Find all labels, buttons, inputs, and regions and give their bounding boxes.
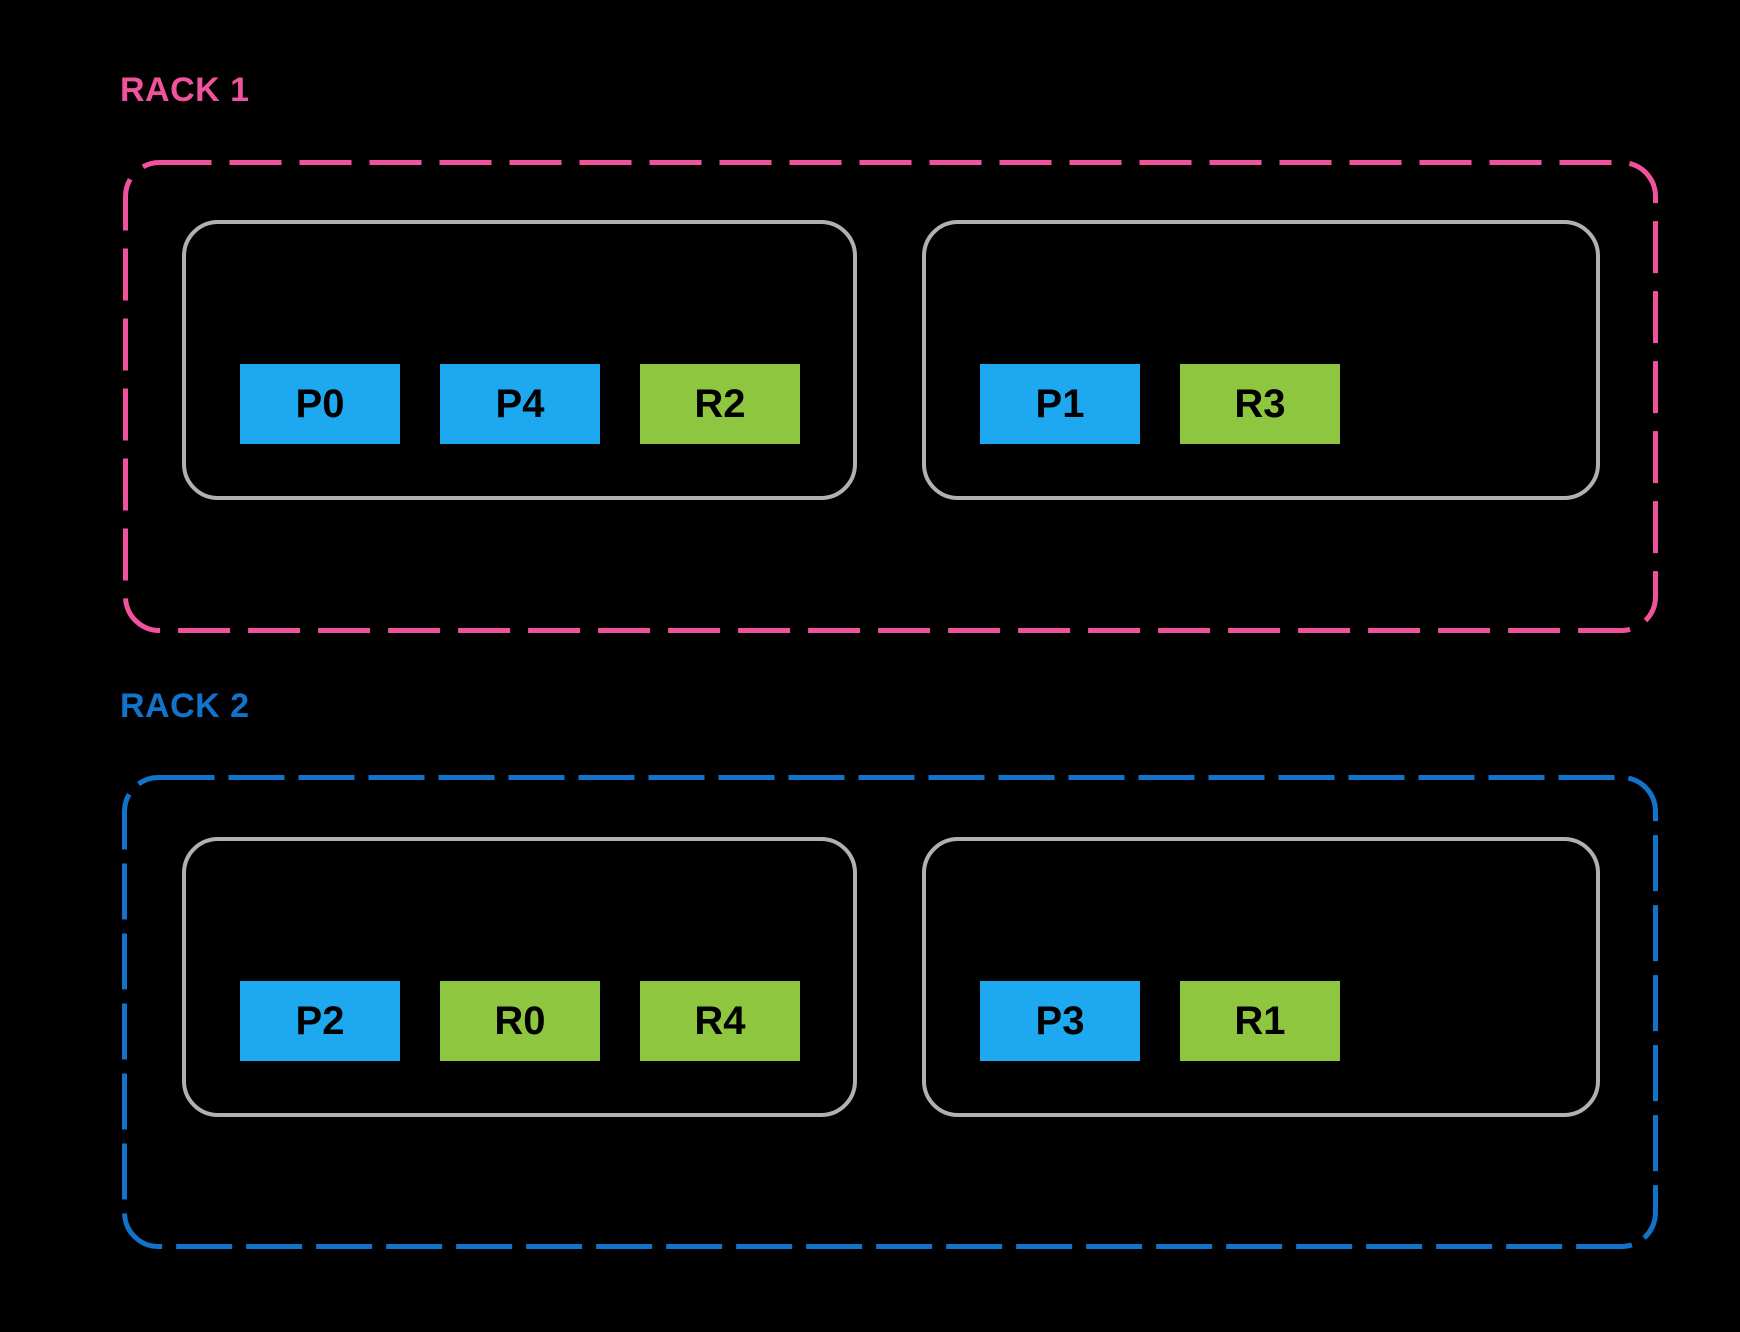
rack1-node-2: P1 R3 [922,220,1600,500]
shard-p2: P2 [240,981,400,1061]
rack1-node2-slot-row: P1 R3 [980,364,1340,444]
shard-r4: R4 [640,981,800,1061]
shard-p0: P0 [240,364,400,444]
shard-r3: R3 [1180,364,1340,444]
rack2-node-1: P2 R0 R4 [182,837,857,1117]
rack2-boundary: P2 R0 R4 P3 R1 [122,775,1658,1249]
shard-p4: P4 [440,364,600,444]
shard-r1: R1 [1180,981,1340,1061]
rack1-node1-slot-row: P0 P4 R2 [240,364,800,444]
rack2-node-2: P3 R1 [922,837,1600,1117]
rack2-node2-slot-row: P3 R1 [980,981,1340,1061]
shard-r2: R2 [640,364,800,444]
rack2-label: RACK 2 [120,687,250,725]
shard-r0: R0 [440,981,600,1061]
shard-p1: P1 [980,364,1140,444]
rack1-node-1: P0 P4 R2 [182,220,857,500]
rack1-boundary: P0 P4 R2 P1 R3 [123,160,1658,633]
shard-p3: P3 [980,981,1140,1061]
rack1-label: RACK 1 [120,71,250,109]
rack2-node1-slot-row: P2 R0 R4 [240,981,800,1061]
